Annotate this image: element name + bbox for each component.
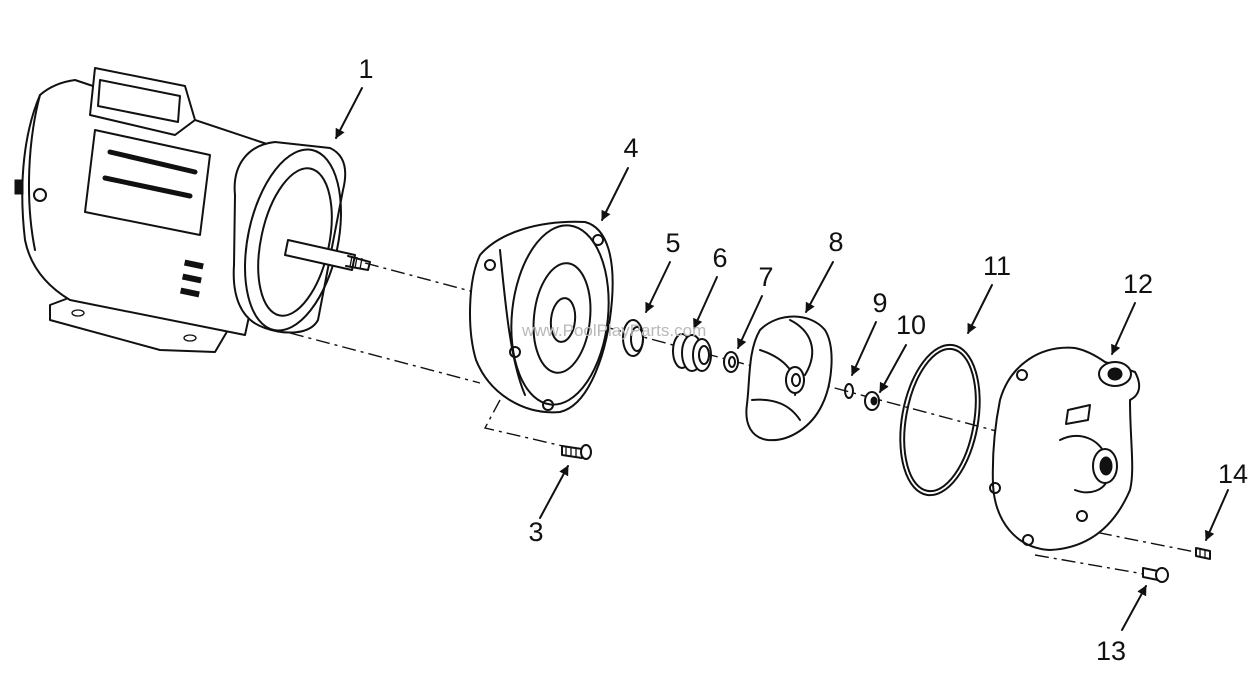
callout-6: 6 xyxy=(712,243,727,273)
arrow-12 xyxy=(1111,302,1136,355)
callout-3: 3 xyxy=(528,517,543,547)
arrow-3 xyxy=(539,465,569,519)
callout-5: 5 xyxy=(665,228,680,258)
arrow-8 xyxy=(805,261,834,313)
seal-plate-part xyxy=(469,220,614,414)
arrow-11 xyxy=(967,284,993,334)
shaft-seal-part xyxy=(672,333,712,372)
drain-plug-part xyxy=(1142,567,1169,583)
callout-12: 12 xyxy=(1123,269,1153,299)
watermark-text: www.PoolPlayParts.com xyxy=(521,321,706,340)
small-o-ring-part xyxy=(844,383,854,399)
callout-10: 10 xyxy=(896,310,926,340)
leader-arrows xyxy=(335,87,1229,631)
callout-11: 11 xyxy=(983,251,1011,281)
callout-numbers: 1 3 4 5 6 7 8 9 10 11 12 13 14 xyxy=(358,54,1248,666)
motor-part xyxy=(14,67,371,353)
callout-14: 14 xyxy=(1218,459,1248,489)
arrow-10 xyxy=(879,344,907,393)
arrow-5 xyxy=(645,261,671,313)
seal-seat-part xyxy=(622,319,644,357)
callout-9: 9 xyxy=(872,288,887,318)
arrow-14 xyxy=(1205,489,1229,541)
callout-1: 1 xyxy=(358,54,373,84)
impeller-screw-part xyxy=(864,391,880,411)
arrow-1 xyxy=(335,87,363,139)
callout-7: 7 xyxy=(758,262,773,292)
callout-13: 13 xyxy=(1096,636,1126,666)
pump-housing-part xyxy=(989,346,1141,551)
arrow-6 xyxy=(693,276,718,329)
gasket-o-ring-part xyxy=(899,343,981,497)
bolt-part xyxy=(561,444,592,460)
arrow-7 xyxy=(737,295,763,349)
pipe-plug-part xyxy=(1195,547,1211,560)
washer-part xyxy=(723,351,739,373)
arrow-9 xyxy=(851,321,877,376)
callout-4: 4 xyxy=(623,133,638,163)
callout-8: 8 xyxy=(828,227,843,257)
arrow-13 xyxy=(1121,585,1147,631)
impeller-part xyxy=(745,315,833,442)
arrow-4 xyxy=(601,167,629,221)
